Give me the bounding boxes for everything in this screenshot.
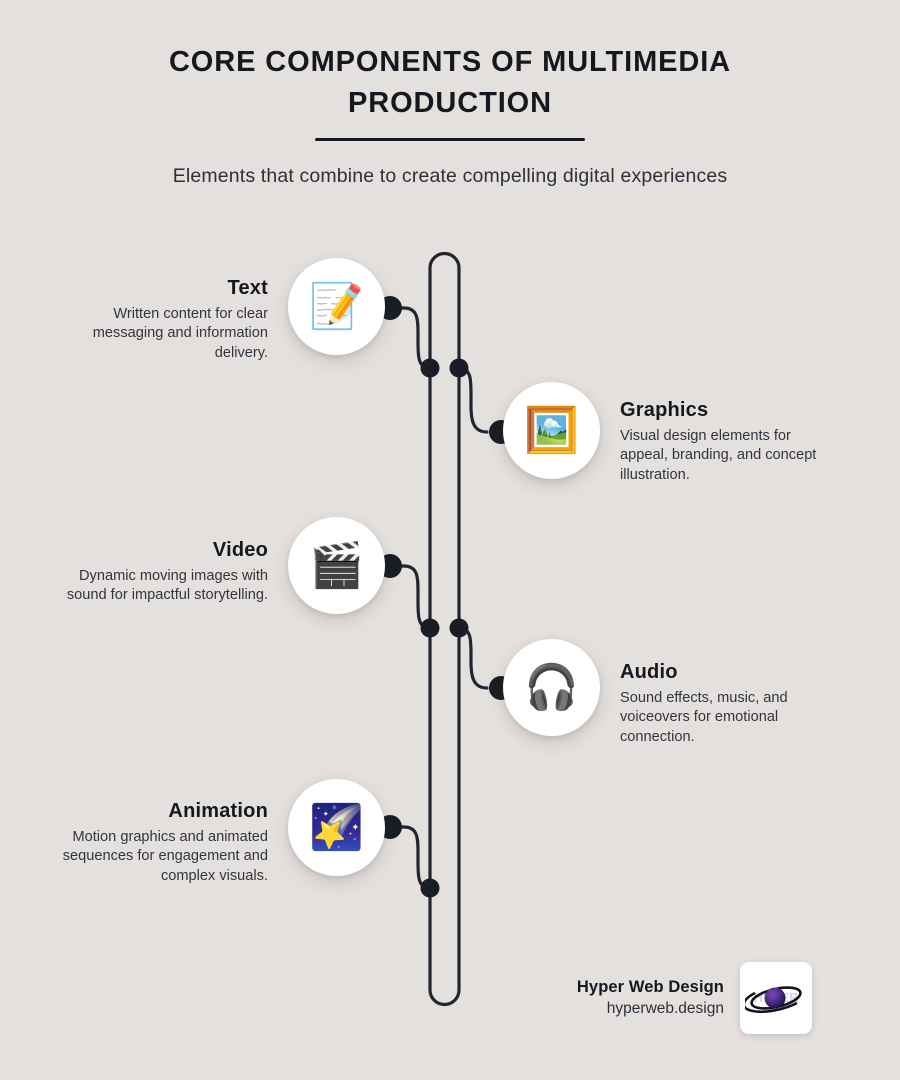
node-circle-audio[interactable]: 🎧: [503, 639, 600, 736]
item-block-video: Video Dynamic moving images with sound f…: [56, 539, 268, 606]
item-description-text: Written content for clear messaging and …: [92, 306, 268, 361]
item-title-text: Text: [227, 277, 268, 299]
spine-track: [428, 251, 461, 1007]
rail-dot-audio: [449, 618, 469, 638]
item-title-audio: Audio: [620, 661, 678, 683]
node-circle-text[interactable]: 📝: [288, 258, 385, 355]
item-title-graphics: Graphics: [620, 399, 709, 421]
rail-dot-animation: [420, 878, 440, 898]
item-title-animation: Animation: [168, 800, 268, 822]
headphone-icon: 🎧: [524, 662, 579, 712]
branch-connector-text: [388, 306, 432, 370]
framed-picture-icon: 🖼️: [524, 405, 579, 455]
clapper-board-icon: 🎬: [309, 540, 364, 590]
item-block-graphics: Graphics Visual design elements for appe…: [620, 399, 836, 485]
page-title: CORE COMPONENTS OF MULTIMEDIA PRODUCTION: [168, 46, 732, 120]
item-title-video: Video: [212, 539, 268, 561]
item-description-graphics: Visual design elements for appeal, brand…: [620, 428, 817, 483]
brand-url[interactable]: hyperweb.design: [606, 1000, 724, 1017]
logo-orbit-front-arc: [745, 991, 798, 1014]
memo-pencil-icon: 📝: [309, 281, 364, 331]
hyper-planet-logo-icon: HYPER: [745, 986, 802, 1014]
node-circle-video[interactable]: 🎬: [288, 517, 385, 614]
footer-text-group: Hyper Web Design hyperweb.design: [577, 978, 724, 1018]
branch-connector-video: [388, 564, 432, 630]
rail-dot-graphics: [449, 358, 469, 378]
item-block-animation: Animation Motion graphics and animated s…: [48, 800, 268, 886]
footer-branding: Hyper Web Design hyperweb.design HYPER: [577, 962, 812, 1034]
node-circle-animation[interactable]: 🌠: [288, 779, 385, 876]
item-description-animation: Motion graphics and animated sequences f…: [62, 829, 268, 884]
header: CORE COMPONENTS OF MULTIMEDIA PRODUCTION…: [0, 0, 900, 188]
logo-planet-sphere: [764, 987, 786, 1009]
title-divider: [315, 138, 585, 142]
brand-logo: HYPER: [740, 962, 812, 1034]
page-subtitle: Elements that combine to create compelli…: [172, 165, 728, 188]
branch-connector-animation: [388, 825, 432, 890]
item-block-audio: Audio Sound effects, music, and voiceove…: [620, 661, 836, 747]
brand-name: Hyper Web Design: [576, 978, 724, 996]
branch-connector-graphics: [457, 366, 489, 434]
item-block-text: Text Written content for clear messaging…: [56, 277, 268, 363]
shooting-star-icon: 🌠: [309, 802, 364, 852]
rail-dot-text: [420, 358, 440, 378]
item-description-video: Dynamic moving images with sound for imp…: [66, 568, 268, 604]
rail-dot-video: [420, 618, 440, 638]
branch-connector-audio: [457, 626, 489, 690]
node-circle-graphics[interactable]: 🖼️: [503, 382, 600, 479]
item-description-audio: Sound effects, music, and voiceovers for…: [620, 690, 788, 745]
